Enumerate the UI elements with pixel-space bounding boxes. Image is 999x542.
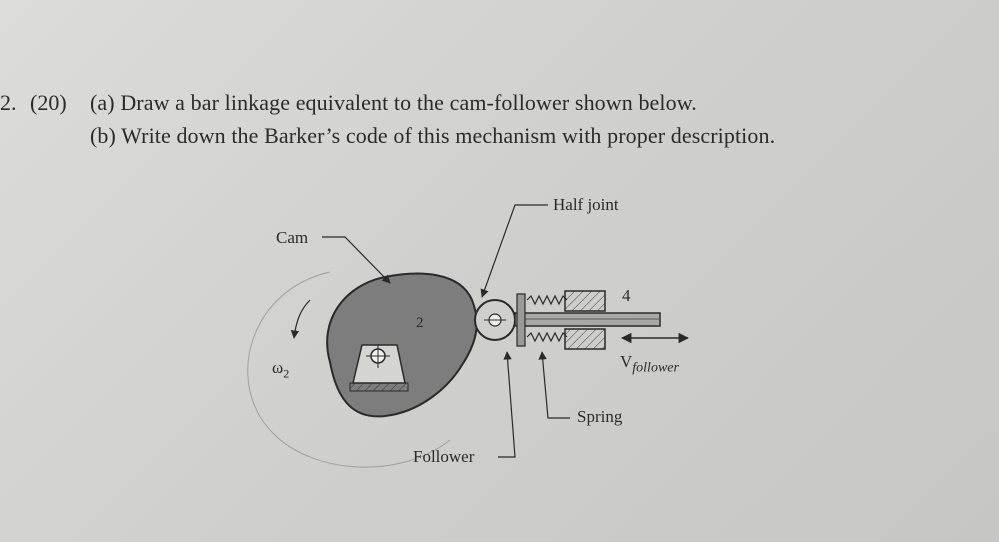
omega-arrow: [290, 299, 311, 339]
velocity-subscript: follower: [632, 360, 679, 376]
cam-body: [326, 272, 478, 418]
question-number: 2.: [0, 90, 17, 115]
link-2-label: 2: [416, 315, 424, 331]
link-4-label: 4: [622, 286, 631, 305]
question-part-a: (a) Draw a bar linkage equivalent to the…: [90, 90, 697, 115]
omega-label: ω2: [272, 358, 289, 381]
guide-block-top: [564, 290, 606, 312]
question-part-b: (b) Write down the Barker’s code of this…: [90, 123, 776, 148]
spring-leader: [538, 351, 570, 419]
ground-hatch: [349, 382, 409, 392]
omega-subscript: 2: [283, 366, 290, 381]
spring-collar: [516, 293, 526, 347]
cam-leader: [322, 236, 391, 284]
spring-coils: [526, 294, 568, 343]
omega-symbol: ω: [272, 358, 284, 377]
spring-label: Spring: [577, 407, 623, 426]
velocity-symbol: V: [620, 352, 633, 371]
question-points: (20): [30, 90, 67, 115]
rotation-path: [247, 271, 451, 468]
follower-label: Follower: [413, 447, 475, 466]
follower-leader: [498, 351, 516, 458]
velocity-label: Vfollower: [620, 352, 679, 376]
half-joint-label: Half joint: [553, 195, 619, 214]
half-joint-leader: [480, 204, 548, 298]
cam-label: Cam: [276, 228, 309, 247]
guide-block-bottom: [564, 328, 606, 350]
